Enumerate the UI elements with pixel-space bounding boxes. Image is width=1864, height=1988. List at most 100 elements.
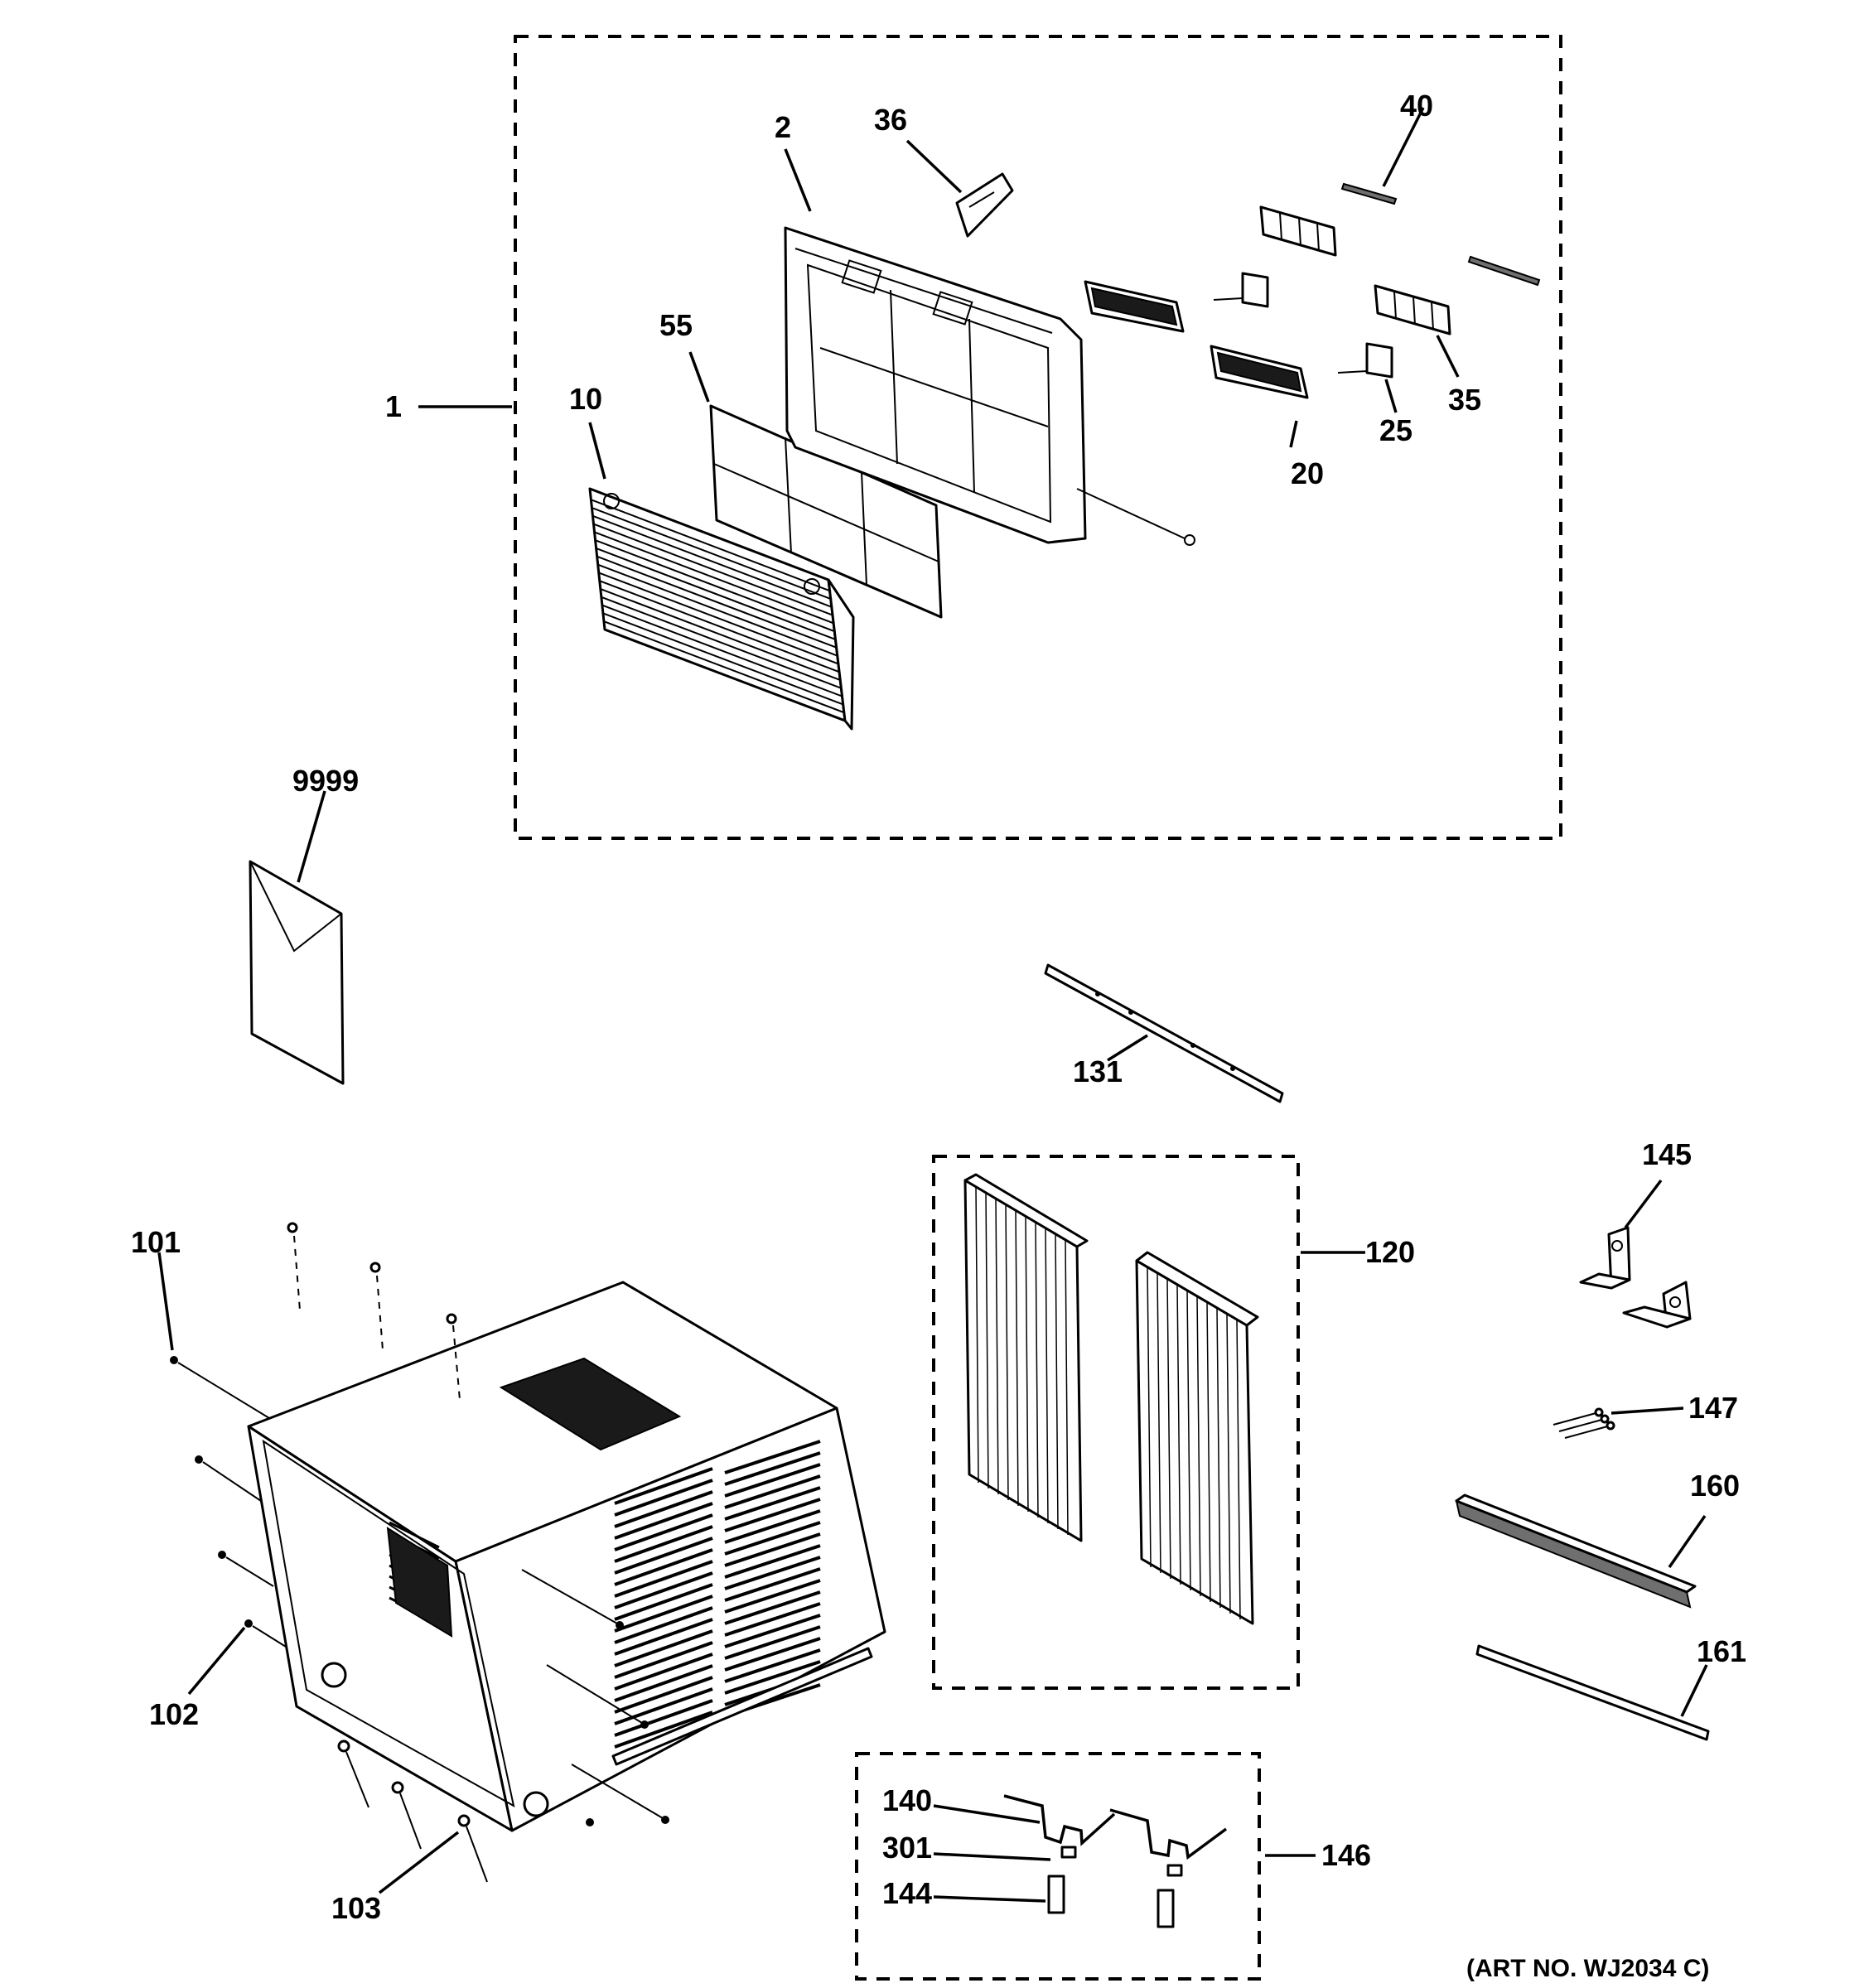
trim-strip-lower-part	[1467, 255, 1541, 287]
label-102: 102	[149, 1697, 199, 1731]
hatch-line	[614, 1653, 713, 1691]
hatch-line	[724, 1567, 821, 1602]
label-101: 101	[131, 1225, 181, 1259]
label-9999: 9999	[292, 764, 359, 798]
side-curtain-right-part	[1135, 1251, 1259, 1625]
hatch-line	[601, 596, 843, 689]
label-301: 301	[882, 1831, 932, 1865]
trim-strip-upper-part	[1340, 182, 1398, 205]
label-20: 20	[1291, 456, 1324, 490]
hatch-line	[1055, 1232, 1059, 1530]
hatch-line	[724, 1486, 821, 1521]
hatch-line	[599, 580, 841, 673]
hatch-line	[600, 588, 842, 682]
label-55: 55	[659, 308, 693, 342]
top-rail-part	[1044, 963, 1284, 1103]
hatch-line	[614, 1502, 713, 1540]
hatch-line	[724, 1625, 821, 1660]
hatch-line	[602, 612, 844, 706]
hatch-line	[592, 499, 832, 592]
air-louver-upper-part	[1084, 280, 1185, 333]
hatch-line	[614, 1641, 713, 1679]
air-louver-lower-part	[1210, 345, 1309, 399]
hatch-line	[596, 539, 836, 633]
front-assembly-group-box	[514, 35, 1562, 840]
mounting-bracket-group-box	[855, 1752, 1261, 1981]
hatch-line	[389, 1521, 440, 1549]
hatch-line	[603, 620, 845, 714]
hatch-line	[597, 556, 838, 649]
hatch-line	[614, 1618, 713, 1656]
owner-manual-part	[249, 860, 345, 1085]
cabinet-wrapper-part	[247, 1281, 886, 1832]
hatch-line	[724, 1614, 821, 1648]
hatch-line	[614, 1548, 713, 1586]
hatch-line	[724, 1463, 821, 1498]
label-10: 10	[569, 382, 602, 416]
front-panel-frame-part	[784, 226, 1195, 546]
hatch-line	[724, 1440, 821, 1474]
label-147: 147	[1688, 1391, 1738, 1425]
hatch-line	[1206, 1301, 1211, 1603]
hatch-line	[1005, 1203, 1009, 1501]
hatch-line	[614, 1467, 713, 1505]
hatch-line	[614, 1595, 713, 1633]
louver-vanes-lower-part	[1374, 284, 1451, 335]
louver-vanes-upper-part	[1259, 205, 1337, 257]
front-grille-part	[588, 487, 855, 731]
hatch-line	[1186, 1290, 1191, 1591]
label-140: 140	[882, 1783, 932, 1817]
louver-bracket-lower-part	[1337, 342, 1393, 379]
hatch-line	[985, 1191, 989, 1489]
hatch-line	[595, 531, 835, 625]
hatch-line	[995, 1197, 999, 1495]
hatch-line	[614, 1560, 713, 1598]
label-146: 146	[1321, 1838, 1371, 1872]
hatch-line	[614, 1537, 713, 1575]
label-145: 145	[1642, 1137, 1692, 1171]
part-labels: 1 2 36 40 55 10 20 25 35 9999 101 102 10…	[131, 89, 1746, 1925]
hatch-line	[1157, 1272, 1161, 1574]
gasket-strip-part	[1475, 1644, 1710, 1741]
hatch-line	[614, 1571, 713, 1609]
screw-set-part	[1553, 1407, 1615, 1439]
support-brackets-part	[1003, 1794, 1228, 1928]
label-161: 161	[1697, 1634, 1746, 1668]
hatch-line	[724, 1579, 821, 1614]
hatch-line	[724, 1451, 821, 1486]
hatch-line	[601, 604, 843, 697]
control-bracket-part	[955, 172, 1014, 238]
label-103: 103	[331, 1891, 381, 1925]
foam-seal-part	[1455, 1493, 1697, 1609]
hatch-line	[593, 515, 833, 609]
side-curtain-left-part	[963, 1173, 1089, 1542]
hatch-line	[724, 1590, 821, 1625]
hatch-line	[724, 1637, 821, 1672]
label-2: 2	[775, 110, 791, 144]
hatch-line	[724, 1556, 821, 1590]
hatch-line	[614, 1513, 713, 1551]
hatch-line	[614, 1711, 713, 1749]
hatch-line	[1045, 1226, 1049, 1524]
hatch-line	[1166, 1278, 1171, 1580]
hatch-line	[724, 1660, 821, 1695]
hatch-line	[614, 1479, 713, 1517]
hatch-line	[614, 1606, 713, 1644]
hatch-line	[1015, 1209, 1019, 1507]
hatch-line	[724, 1521, 821, 1556]
label-40: 40	[1400, 89, 1433, 123]
louver-bracket-upper-part	[1213, 272, 1269, 308]
hatch-line	[1226, 1313, 1231, 1614]
art-number-note: (ART NO. WJ2034 C)	[1466, 1955, 1709, 1982]
hatch-line	[614, 1490, 713, 1528]
label-1: 1	[385, 389, 402, 423]
leader-lines	[157, 107, 1708, 1903]
hatch-line	[614, 1699, 713, 1737]
hatch-line	[614, 1629, 713, 1667]
hatch-line	[724, 1648, 821, 1683]
hatch-line	[1176, 1284, 1181, 1585]
hatch-line	[614, 1676, 713, 1714]
label-36: 36	[874, 103, 907, 137]
cabinet-screws	[170, 1222, 669, 1883]
